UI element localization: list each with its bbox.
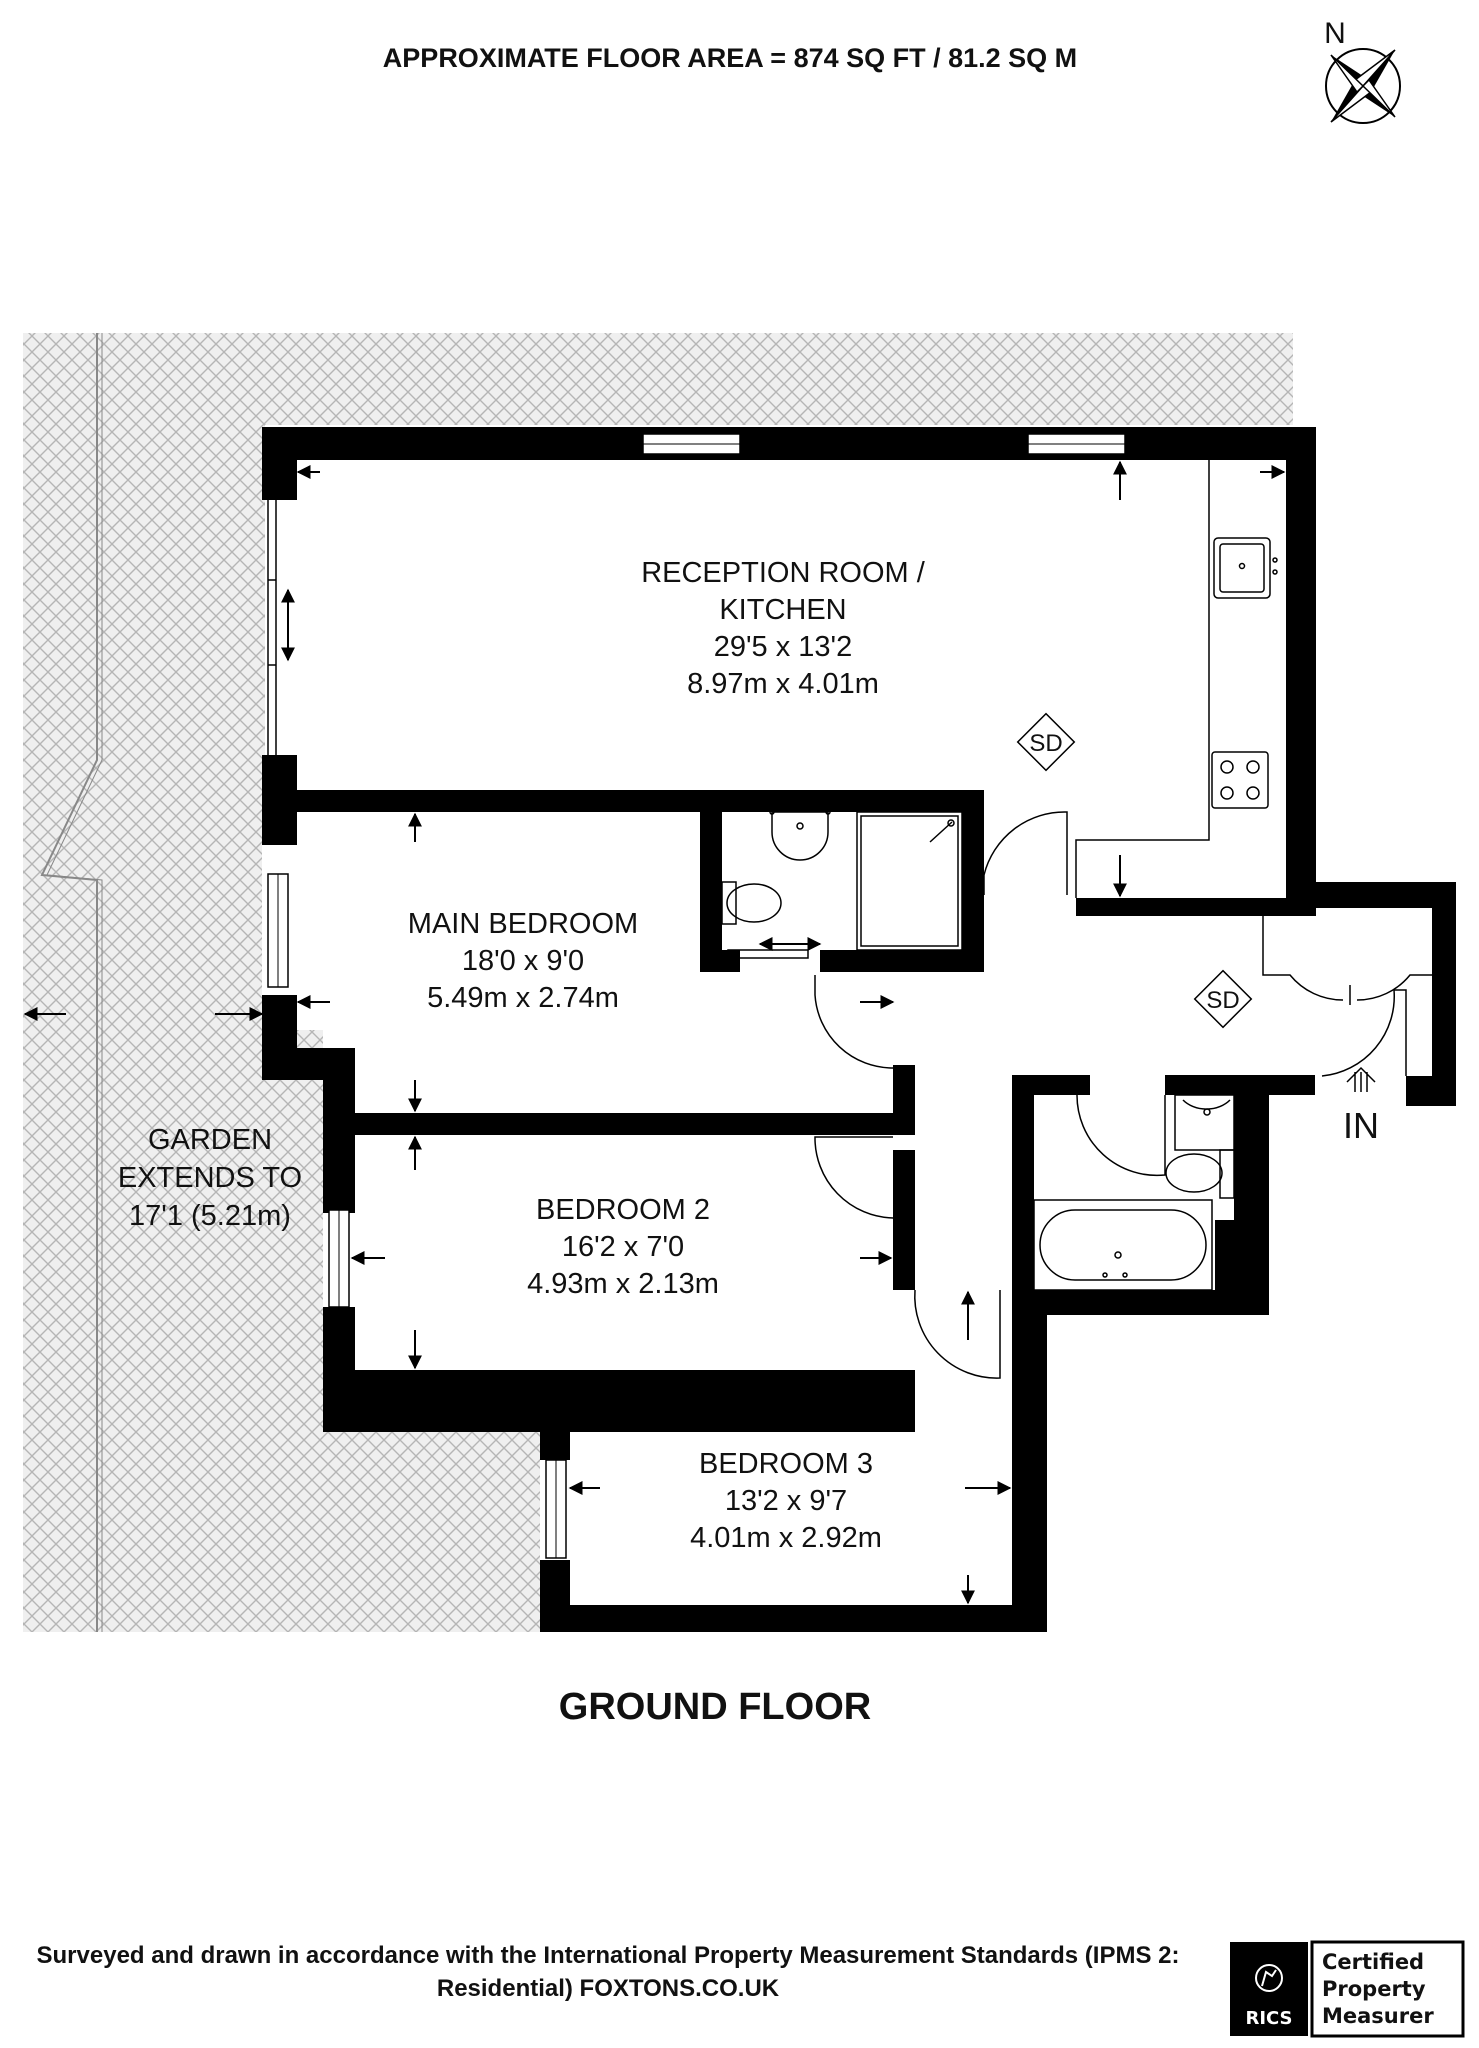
smoke-detector-label: SD xyxy=(1029,730,1062,757)
footer-text: Surveyed and drawn in accordance with th… xyxy=(37,1942,1180,1969)
hob-icon xyxy=(1211,751,1269,809)
kitchen-worktop xyxy=(1075,460,1210,898)
garden-label: GARDEN xyxy=(148,1124,272,1156)
ensuite-fixtures xyxy=(721,809,963,959)
room-dimensions-imperial: 29'5 x 13'2 xyxy=(714,631,852,663)
footer-text: Residential) FOXTONS.CO.UK xyxy=(437,1975,780,2002)
room-name: RECEPTION ROOM / xyxy=(641,557,926,589)
badge-text: Property xyxy=(1322,1977,1426,2001)
entrance-label: IN xyxy=(1343,1105,1379,1146)
room-dimensions-imperial: 18'0 x 9'0 xyxy=(462,945,584,977)
sliding-door xyxy=(267,500,277,755)
room-name: MAIN BEDROOM xyxy=(408,908,638,940)
garden-area xyxy=(23,333,1293,1632)
compass-icon xyxy=(1325,48,1401,124)
room-name: KITCHEN xyxy=(719,594,846,626)
entrance-arrow-icon xyxy=(1346,1066,1376,1092)
garden-label: 17'1 (5.21m) xyxy=(129,1200,291,1232)
smoke-detector-icon xyxy=(1016,712,1076,772)
room-name: BEDROOM 3 xyxy=(699,1448,873,1480)
room-dimensions-metric: 8.97m x 4.01m xyxy=(687,668,879,700)
room-dimensions-metric: 4.93m x 2.13m xyxy=(527,1268,719,1300)
smoke-detector-label: SD xyxy=(1206,987,1239,1014)
garden-label: EXTENDS TO xyxy=(118,1162,302,1194)
room-name: BEDROOM 2 xyxy=(536,1194,710,1226)
floor-area-heading: APPROXIMATE FLOOR AREA = 874 SQ FT / 81.… xyxy=(383,43,1077,73)
badge-text: Certified xyxy=(1322,1950,1424,1974)
smoke-detector-icon xyxy=(1193,969,1253,1029)
rics-logo-icon xyxy=(1255,1964,1283,1992)
sink-icon xyxy=(1213,537,1278,599)
badge-text: Measurer xyxy=(1322,2004,1434,2028)
dimension-arrows xyxy=(296,460,1286,1605)
rics-label: RICS xyxy=(1245,2008,1292,2029)
bathroom-fixtures xyxy=(1033,1094,1235,1291)
compass-north-label: N xyxy=(1324,17,1346,50)
walls xyxy=(262,427,1456,1632)
room-dimensions-metric: 5.49m x 2.74m xyxy=(427,982,619,1014)
door xyxy=(814,811,1432,1379)
room-dimensions-imperial: 13'2 x 9'7 xyxy=(725,1485,847,1517)
rics-certified-badge: RICS Certified Property Measurer xyxy=(1230,1940,1465,2038)
room-dimensions-imperial: 16'2 x 7'0 xyxy=(562,1231,684,1263)
floor-label: GROUND FLOOR xyxy=(559,1686,871,1728)
room-dimensions-metric: 4.01m x 2.92m xyxy=(690,1522,882,1554)
